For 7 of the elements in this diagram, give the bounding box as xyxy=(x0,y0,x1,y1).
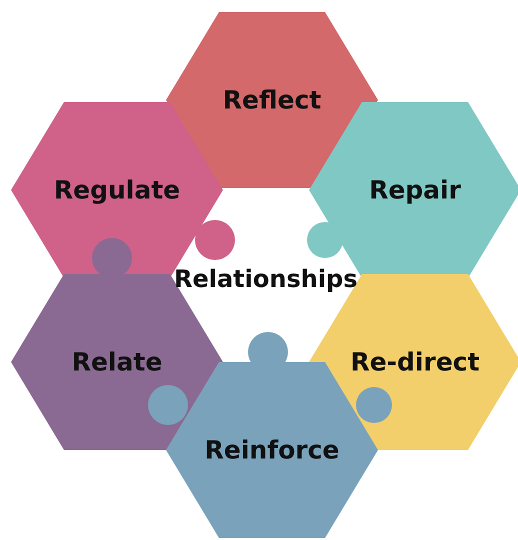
step-label: Reflect xyxy=(222,86,322,114)
step-label: Regulate xyxy=(54,176,180,204)
step-label: Reinforce xyxy=(204,436,340,464)
step-label: Relate xyxy=(72,348,162,376)
step-label: Repair xyxy=(369,176,461,204)
step-label: Re-direct xyxy=(350,348,480,376)
center-label: Relationships xyxy=(174,265,358,293)
